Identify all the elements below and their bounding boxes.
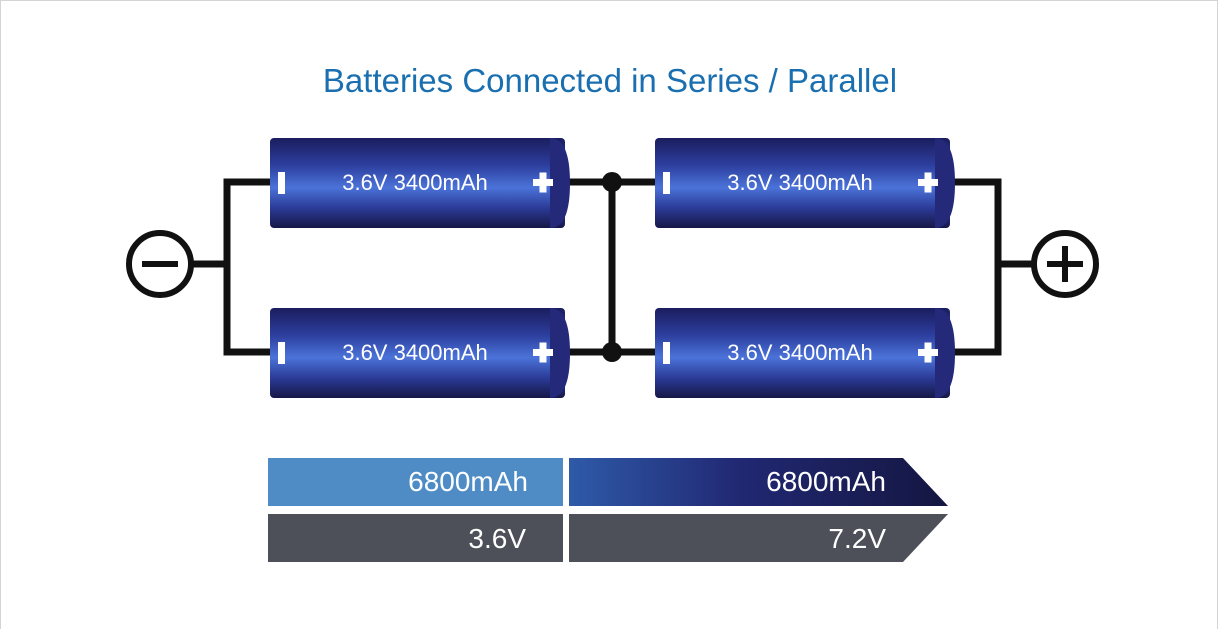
battery-label: 3.6V 3400mAh [727, 340, 873, 365]
battery-body [655, 138, 950, 228]
battery-cap-end [550, 308, 570, 398]
battery-cap-end [935, 308, 955, 398]
battery-body [270, 308, 565, 398]
capacity-total-arrow [569, 458, 948, 506]
capacity-parallel-value: 6800mAh [408, 466, 528, 497]
capacity-parallel-bar [268, 458, 563, 506]
voltage-total-value: 7.2V [828, 523, 886, 554]
negative-terminal [126, 230, 194, 298]
battery-body [655, 308, 950, 398]
battery-negative-mark-icon [663, 342, 670, 364]
battery-plus-v-icon [924, 342, 932, 363]
capacity-row: 6800mAh 6800mAh [268, 458, 948, 506]
diagram-title: Batteries Connected in Series / Parallel [323, 62, 897, 99]
battery-cell-top-right: 3.6V 3400mAh [655, 138, 955, 228]
right-bus-wire [944, 178, 1002, 356]
left-bus-wire [223, 178, 276, 356]
battery-plus-v-icon [539, 172, 547, 193]
battery-cap-end [935, 138, 955, 228]
battery-cell-bottom-right: 3.6V 3400mAh [655, 308, 955, 398]
voltage-parallel-bar [268, 514, 563, 562]
battery-body [270, 138, 565, 228]
battery-negative-mark-icon [278, 172, 285, 194]
bottom-junction-dot [602, 342, 622, 362]
battery-cell-bottom-left: 3.6V 3400mAh [270, 308, 570, 398]
voltage-total-arrow [569, 514, 948, 562]
battery-label: 3.6V 3400mAh [342, 340, 488, 365]
capacity-total-value: 6800mAh [766, 466, 886, 497]
battery-label: 3.6V 3400mAh [727, 170, 873, 195]
battery-plus-v-icon [539, 342, 547, 363]
battery-cap-end [550, 138, 570, 228]
battery-negative-mark-icon [278, 342, 285, 364]
battery-plus-v-icon [924, 172, 932, 193]
top-junction-dot [602, 172, 622, 192]
battery-negative-mark-icon [663, 172, 670, 194]
battery-label: 3.6V 3400mAh [342, 170, 488, 195]
positive-terminal [1031, 230, 1099, 298]
voltage-row: 3.6V 7.2V [268, 514, 948, 562]
battery-cell-top-left: 3.6V 3400mAh [270, 138, 570, 228]
voltage-parallel-value: 3.6V [468, 523, 526, 554]
